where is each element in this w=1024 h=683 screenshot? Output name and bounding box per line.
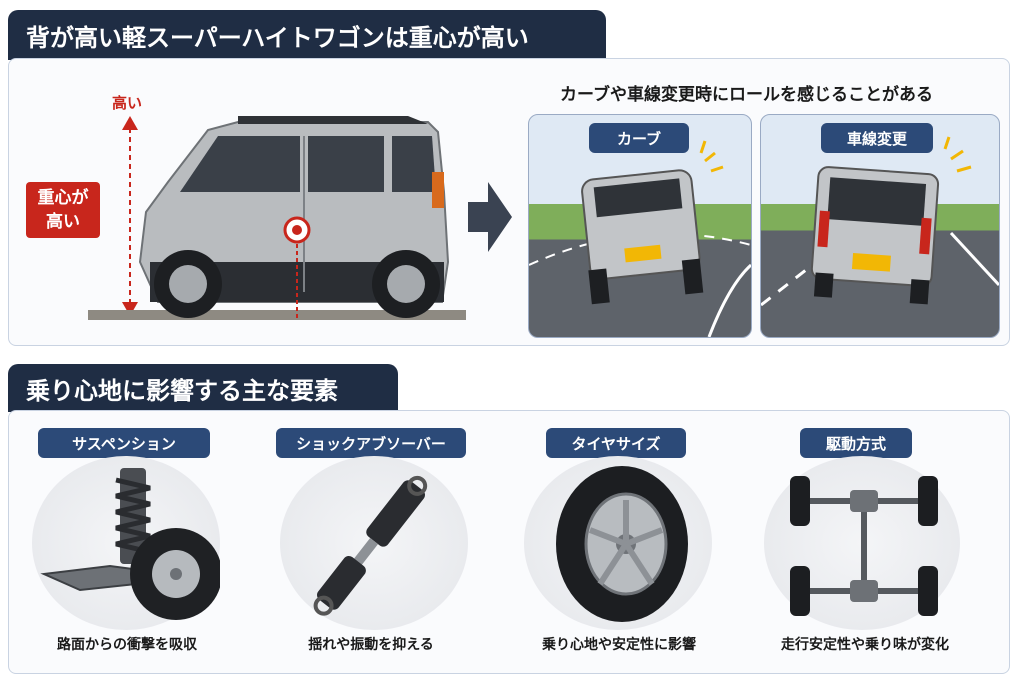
scene-lane-change-label: 車線変更 [821, 123, 933, 153]
suspension-caption: 路面からの衝撃を吸収 [57, 637, 197, 653]
scene-curve: カーブ [528, 114, 752, 338]
lane-road-graphic [761, 136, 999, 307]
tire-size-caption: 乗り心地や安定性に影響 [542, 637, 696, 653]
height-label: 高い [112, 94, 143, 112]
section1-title: 背が高い軽スーパーハイトワゴンは重心が高い [26, 23, 529, 52]
drive-type-label: 駆動方式 [800, 428, 912, 458]
roll-caption: カーブや車線変更時にロールを感じることがある [560, 85, 933, 105]
cog-label-line1: 重心が [37, 188, 89, 208]
section2-title: 乗り心地に影響する主な要素 [26, 376, 338, 405]
scene-curve-label: カーブ [589, 123, 689, 153]
shock-absorber-icon [313, 475, 428, 616]
cog-label-line2: 高い [46, 212, 80, 232]
car-side-view [88, 116, 466, 320]
scene-lane-change: 車線変更 [760, 114, 1000, 338]
right-arrow-icon [468, 182, 512, 252]
cog-label-box: 重心が 高い [26, 182, 100, 238]
drive-type-caption: 走行安定性や乗り味が変化 [781, 637, 949, 653]
curve-road-graphic [529, 140, 751, 337]
suspension-label: サスペンション [38, 428, 210, 458]
tire-size-label: タイヤサイズ [546, 428, 686, 458]
shock-absorber-caption: 揺れや振動を抑える [308, 637, 434, 653]
drivetrain-icon [790, 476, 938, 616]
tire-icon [556, 466, 688, 622]
shock-absorber-label: ショックアブソーバー [276, 428, 466, 458]
section2-header: 乗り心地に影響する主な要素 [8, 364, 398, 412]
suspension-icon [40, 468, 220, 620]
height-arrow-graphic [122, 116, 138, 316]
section1-header: 背が高い軽スーパーハイトワゴンは重心が高い [8, 10, 606, 60]
